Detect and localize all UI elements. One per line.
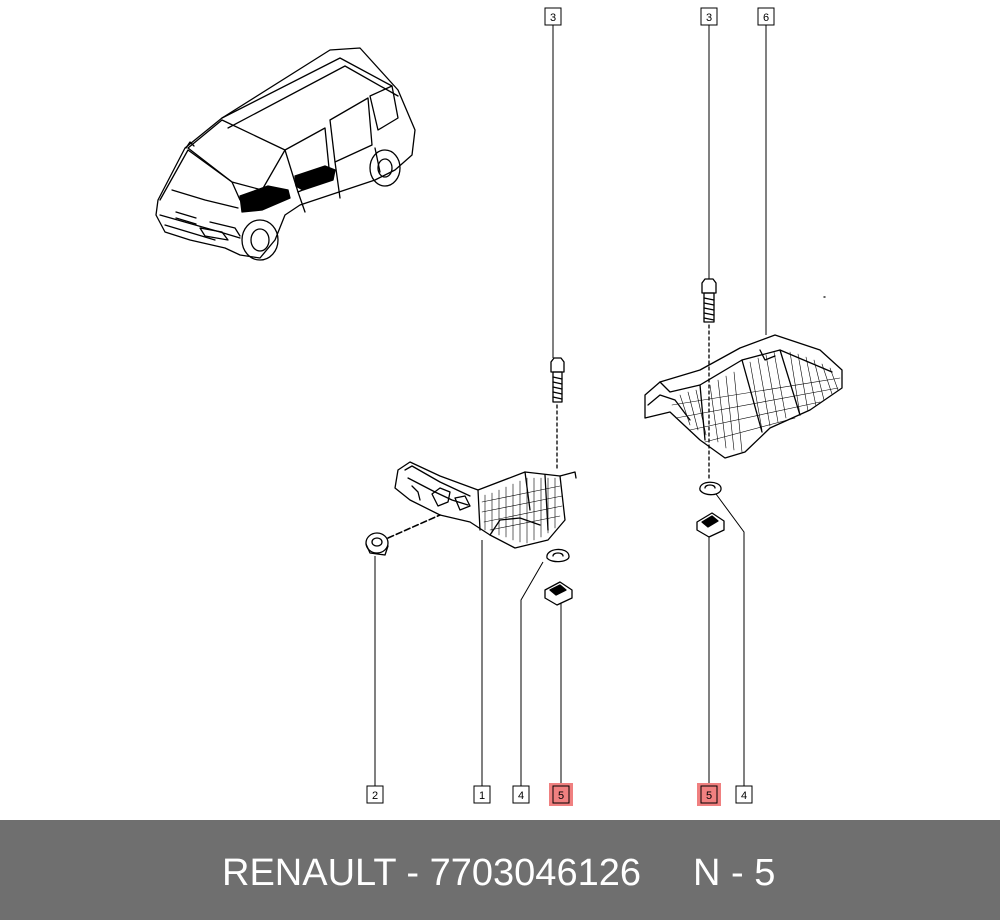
callout-3-left[interactable]: 3: [544, 7, 562, 26]
callout-box: [366, 785, 384, 804]
callout-box: [735, 785, 753, 804]
reference-prefix: N -: [692, 852, 755, 894]
brand-name: RENAULT: [222, 852, 396, 894]
part-1-bracket-hatching: [481, 477, 563, 544]
part-1-bracket: [394, 461, 577, 549]
callout-2[interactable]: 2: [366, 785, 384, 804]
part-3-bolt-right: [701, 278, 717, 323]
part-3-bolt-left: [550, 357, 565, 403]
callout-label: 3: [550, 12, 556, 24]
leader-lines: [374, 25, 767, 786]
callout-box: [473, 785, 491, 804]
part-5-clip-nut-left: [544, 581, 573, 606]
callout-4-left[interactable]: 4: [512, 785, 530, 804]
callout-label: 6: [763, 12, 769, 24]
part-6-heat-shield: [644, 334, 843, 459]
part-2-guide-line: [387, 514, 441, 539]
part-5-clip-nut-right: [696, 512, 725, 538]
callout-5-right-highlighted[interactable]: 5: [697, 783, 721, 806]
part-6-heat-shield-hatching: [671, 351, 841, 453]
callout-label: 5: [706, 790, 712, 802]
part-4-washer-right: [699, 481, 722, 496]
callout-1[interactable]: 1: [473, 785, 491, 804]
callout-5-left-highlighted[interactable]: 5: [549, 783, 573, 806]
leader-4-left: [520, 561, 544, 786]
vehicle-illustration: [155, 47, 416, 261]
callout-box: [552, 785, 570, 804]
callout-box: [512, 785, 530, 804]
callout-box: [700, 785, 718, 804]
callout-6[interactable]: 6: [757, 7, 775, 26]
callout-label: 3: [706, 12, 712, 24]
vehicle-highlighted-part: [239, 165, 336, 213]
brand-separator: -: [395, 852, 430, 894]
callout-label: 4: [518, 790, 524, 802]
callout-label: 2: [372, 790, 378, 802]
callout-4-right[interactable]: 4: [735, 785, 753, 804]
callout-3-right[interactable]: 3: [700, 7, 718, 26]
exploded-parts-diagram: 3 3 6 2 1 4 5 5: [155, 7, 843, 806]
callout-label: 4: [741, 790, 747, 802]
part-number: 7703046126: [429, 852, 641, 894]
leader-4-right: [715, 493, 745, 786]
callout-box: [544, 7, 562, 26]
footer-caption: RENAULT - 7703046126 N - 5: [222, 852, 775, 895]
callout-label: 1: [479, 790, 485, 802]
part-4-washer-left: [546, 548, 570, 563]
part-number-footer: RENAULT - 7703046126 N - 5: [0, 820, 1000, 920]
part-2-grommet: [365, 532, 389, 556]
callout-box: [757, 7, 775, 26]
callout-label: 5: [558, 790, 564, 802]
reference-number: 5: [754, 852, 776, 894]
callout-box: [700, 7, 718, 26]
